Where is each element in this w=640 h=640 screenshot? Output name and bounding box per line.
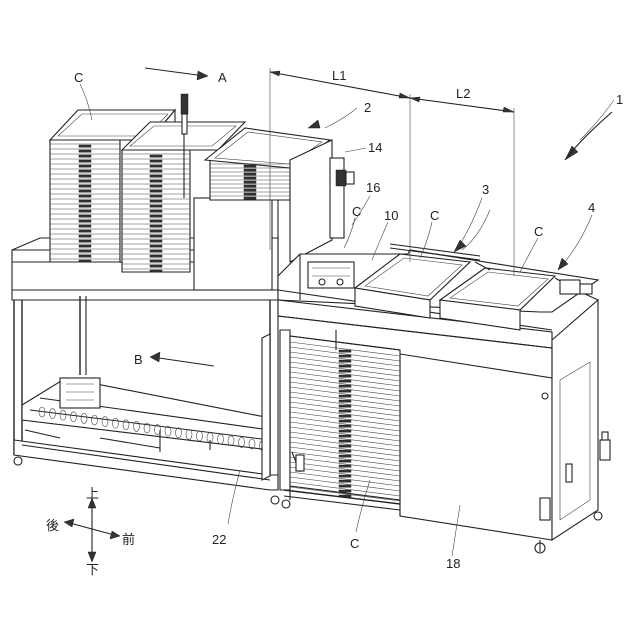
left-stack-side xyxy=(262,334,270,480)
label-l1: L1 xyxy=(332,68,346,83)
label-dir-up: 上 xyxy=(86,487,99,502)
direction-indicator xyxy=(64,498,120,562)
label-c-station: C xyxy=(352,204,361,219)
label-ref-10: 10 xyxy=(384,208,398,223)
label-c-bottom: C xyxy=(350,536,359,551)
label-arrow-b: B xyxy=(134,352,143,367)
label-ref-4: 4 xyxy=(588,200,595,215)
label-c-right: C xyxy=(534,224,543,239)
label-ref-14: 14 xyxy=(368,140,382,155)
label-ref-18: 18 xyxy=(446,556,460,571)
label-arrow-a: A xyxy=(218,70,227,85)
work-table xyxy=(278,244,598,348)
label-l2: L2 xyxy=(456,86,470,101)
lower-tray-stack xyxy=(280,330,400,516)
arrow-a xyxy=(145,68,208,80)
arrow-b xyxy=(150,352,214,366)
label-ref-2: 2 xyxy=(364,100,371,115)
label-ref-1: 1 xyxy=(616,92,623,107)
label-c-middle: C xyxy=(430,208,439,223)
label-ref-3: 3 xyxy=(482,182,489,197)
label-c-top-left: C xyxy=(74,70,83,85)
lower-conveyor-22 xyxy=(22,378,270,452)
label-ref-22: 22 xyxy=(212,532,226,547)
label-dir-front: 前 xyxy=(122,532,135,548)
label-dir-rear: 後 xyxy=(46,519,59,534)
label-dir-down: 下 xyxy=(86,563,99,578)
label-ref-16: 16 xyxy=(366,180,380,195)
